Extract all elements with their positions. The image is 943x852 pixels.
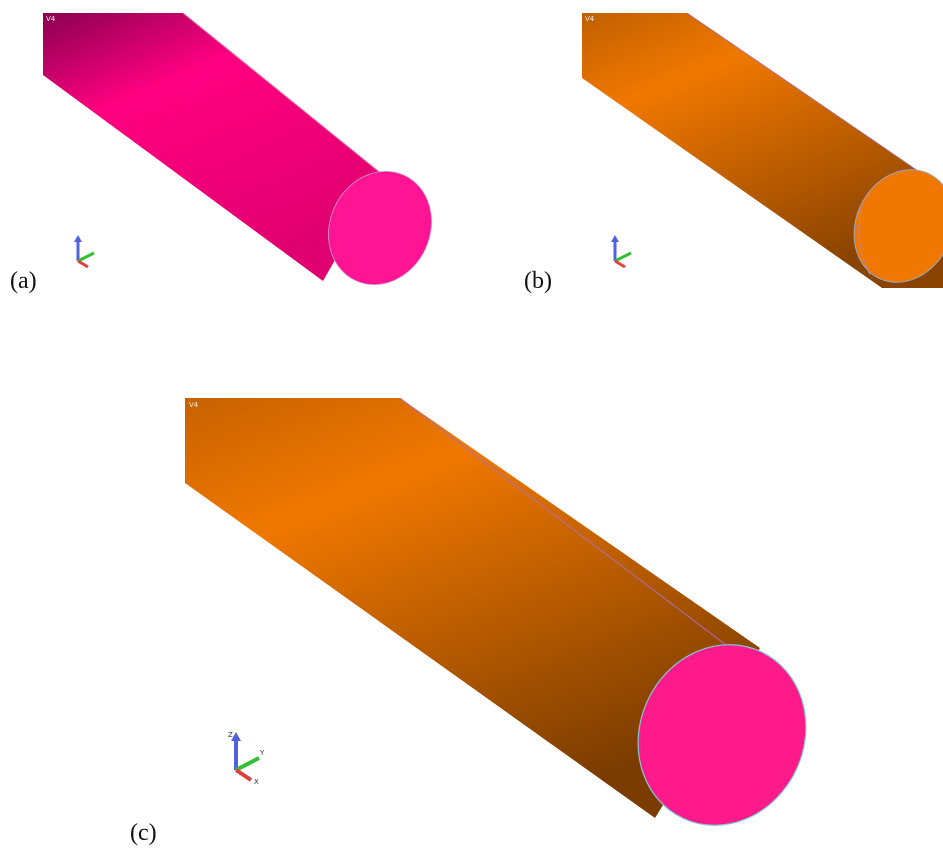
end-face [328,171,432,285]
panel-caption: (a) [10,268,37,294]
axis-label: X [254,778,259,784]
coordinate-triad-icon: Z Y X [228,731,265,784]
viewport-tag: V4 [46,15,56,23]
viewport-tag: V4 [585,15,595,23]
panel-c-viewport: V4 [185,398,825,833]
cylinder-icon [185,398,807,826]
cylinder-icon [582,13,943,288]
axis-label: Y [259,749,265,757]
coordinate-triad-icon [74,235,95,269]
cylinder-icon [43,13,432,286]
viewport-tag: V4 [189,401,199,409]
panel-a-viewport: V4 [43,13,443,288]
end-face [854,169,943,283]
panel-caption: (c) [130,820,157,846]
coordinate-triad-icon [611,235,632,269]
axis-label: Z [228,731,233,739]
panel-caption: (b) [524,268,552,294]
panel-b-viewport: V4 [582,13,943,288]
end-face [638,644,806,826]
